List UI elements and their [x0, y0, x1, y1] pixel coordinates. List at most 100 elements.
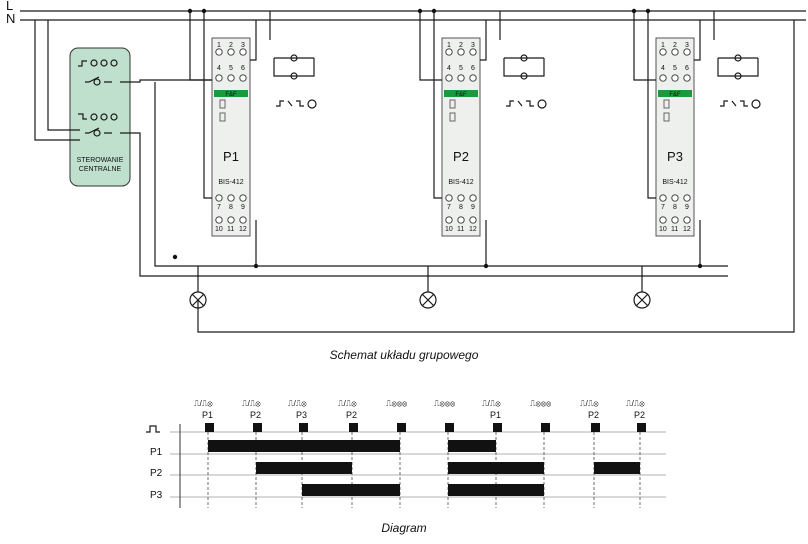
terminal-screw-icon	[457, 216, 465, 224]
terminal-label: 8	[673, 204, 677, 211]
pulse-symbol-icon	[506, 100, 534, 107]
terminal-screw-icon	[445, 216, 453, 224]
terminal-label: 3	[241, 42, 245, 49]
lamp-symbol-icon	[307, 99, 317, 109]
terminal-label: 2	[459, 42, 463, 49]
terminal-label: 11	[227, 226, 234, 233]
row-label-p3: P3	[150, 490, 163, 501]
pushbutton-pair-icon	[273, 57, 315, 77]
event-label: P1	[202, 410, 213, 420]
terminal-label: 9	[241, 204, 245, 211]
event-label: P3	[296, 410, 307, 420]
terminal-label: 10	[659, 226, 667, 233]
pulse-mark	[637, 423, 646, 432]
terminal-screw-icon	[445, 48, 453, 56]
pulse-mark	[541, 423, 550, 432]
indicator-icon	[449, 99, 456, 109]
terminal-screw-icon	[457, 48, 465, 56]
terminal-screw-icon	[683, 74, 691, 82]
line-label-n: N	[6, 11, 15, 26]
terminal-label: 8	[459, 204, 463, 211]
terminal-screw-icon	[457, 74, 465, 82]
state-bar	[256, 462, 352, 474]
central-label-1: STEROWANIE	[77, 157, 124, 164]
timing-diagram: P1 P2 P3 P1⎍/⎍⊗P2⎍/⎍⊗P3⎍/⎍⊗P2⎍/⎍⊗⎍⊗⊗⊗⎍⊗⊗…	[146, 399, 666, 508]
terminal-screw-icon	[227, 194, 235, 202]
state-bar	[594, 462, 640, 474]
terminal-screw-icon	[239, 48, 247, 56]
event-label: P2	[588, 410, 599, 420]
terminal-screw-icon	[469, 194, 477, 202]
pulse-icon	[146, 425, 160, 433]
indicator-icon	[219, 99, 226, 109]
terminal-label: 12	[683, 226, 691, 233]
wire-n-central	[34, 20, 80, 141]
event-symbol: ⎍⊗⊗⊗	[434, 399, 456, 408]
event-label: P2	[346, 410, 357, 420]
pulse-mark	[493, 423, 502, 432]
pulse-off-icon	[78, 113, 87, 120]
brand-label: F&F	[455, 92, 467, 98]
lamp-3-icon	[633, 291, 651, 309]
terminal-screw-icon	[659, 48, 667, 56]
terminal-screw-icon	[445, 194, 453, 202]
event-symbol: ⎍⊗⊗⊗	[386, 399, 408, 408]
brand-bar	[658, 90, 692, 97]
terminal-label: 8	[229, 204, 233, 211]
pulse-mark	[349, 423, 358, 432]
terminal-label: 1	[661, 42, 665, 49]
terminal-label: 3	[471, 42, 475, 49]
brand-label: F&F	[225, 92, 237, 98]
pushbutton-pair-icon	[503, 57, 545, 77]
relay-model: BIS-412	[218, 179, 243, 186]
terminal-screw-icon	[239, 74, 247, 82]
terminal-screw-icon	[683, 48, 691, 56]
event-symbol: ⎍/⎍⊗	[288, 399, 307, 408]
terminal-screw-icon	[215, 216, 223, 224]
terminal-label: 10	[445, 226, 453, 233]
brand-bar	[214, 90, 248, 97]
pulse-mark	[205, 423, 214, 432]
terminal-label: 6	[685, 65, 689, 72]
terminal-label: 11	[671, 226, 678, 233]
event-symbol: ⎍/⎍⊗	[242, 399, 261, 408]
relay-name: P1	[223, 149, 239, 164]
relay-name: P2	[453, 149, 469, 164]
terminal-screw-icon	[227, 74, 235, 82]
terminal-screw-icon	[659, 216, 667, 224]
terminal-label: 1	[447, 42, 451, 49]
pulse-mark	[253, 423, 262, 432]
pulse-symbol-icon	[720, 100, 748, 107]
terminal-screw-icon	[683, 216, 691, 224]
pulse-symbol-icon	[276, 100, 304, 107]
terminal-label: 5	[459, 65, 463, 72]
terminal-screw-icon	[215, 194, 223, 202]
event-symbol: ⎍⊗⊗⊗	[530, 399, 552, 408]
terminal-label: 7	[661, 204, 665, 211]
terminal-screw-icon	[469, 74, 477, 82]
terminal-label: 5	[673, 65, 677, 72]
terminal-label: 4	[661, 65, 665, 72]
terminal-label: 3	[685, 42, 689, 49]
central-label-2: CENTRALNE	[79, 166, 122, 173]
terminal-label: 5	[229, 65, 233, 72]
event-symbol: ⎍/⎍⊗	[338, 399, 357, 408]
terminal-screw-icon	[683, 194, 691, 202]
terminal-label: 9	[685, 204, 689, 211]
event-symbol: ⎍/⎍⊗	[482, 399, 501, 408]
relay-name: P3	[667, 149, 683, 164]
pulse-mark	[397, 423, 406, 432]
lamp-symbol-icon	[751, 99, 761, 109]
event-symbol: ⎍/⎍⊗	[580, 399, 599, 408]
terminal-screw-icon	[671, 216, 679, 224]
relay-model: BIS-412	[448, 179, 473, 186]
schematic-caption: Schemat układu grupowego	[330, 348, 479, 362]
terminal-screw-icon	[227, 48, 235, 56]
terminal-screw-icon	[671, 48, 679, 56]
state-bar	[448, 440, 496, 452]
brand-label: F&F	[669, 92, 681, 98]
